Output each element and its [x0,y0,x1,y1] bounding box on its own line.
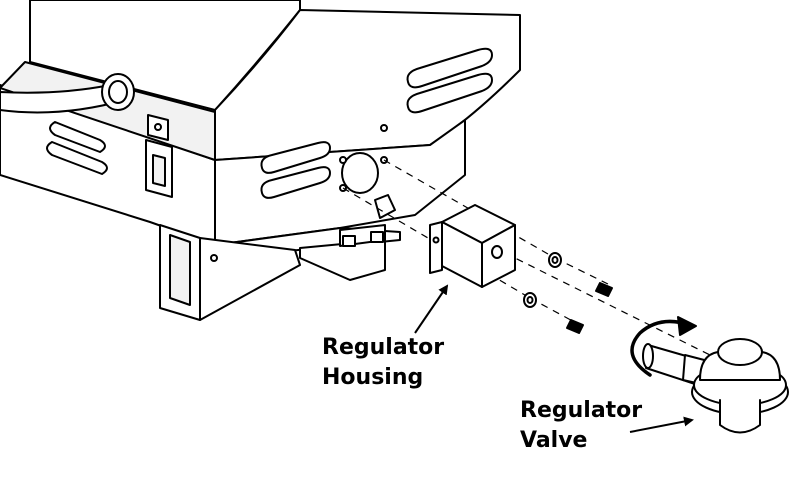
lower-mount-bracket [299,224,386,281]
front-face-vents [46,121,108,175]
gas-hose [0,73,135,114]
regulator-valve [642,338,789,434]
regulator-housing [429,204,516,288]
regulator-housing-label-line1: Regulator [322,335,445,360]
regulator-valve-label-line1: Regulator [520,398,643,423]
regulator-housing-label: Regulator Housing [322,333,444,393]
lid-latch [145,114,173,198]
side-panel-vents [260,141,331,199]
regulator-housing-label-line2: Housing [322,365,424,390]
lid-vents-right [406,47,493,114]
regulator-valve-label-line2: Valve [520,428,588,453]
screws [566,282,613,334]
rotation-arrow [630,316,697,377]
cart-leg-bracket [159,224,301,321]
grill-body [0,0,521,259]
washers [523,252,562,308]
regulator-valve-label: Regulator Valve [520,396,642,456]
valve-pointer-arrow [629,416,694,433]
housing-pointer-arrow [414,284,449,334]
panel-mount-tab [374,194,396,219]
side-panel-holes [339,124,388,194]
